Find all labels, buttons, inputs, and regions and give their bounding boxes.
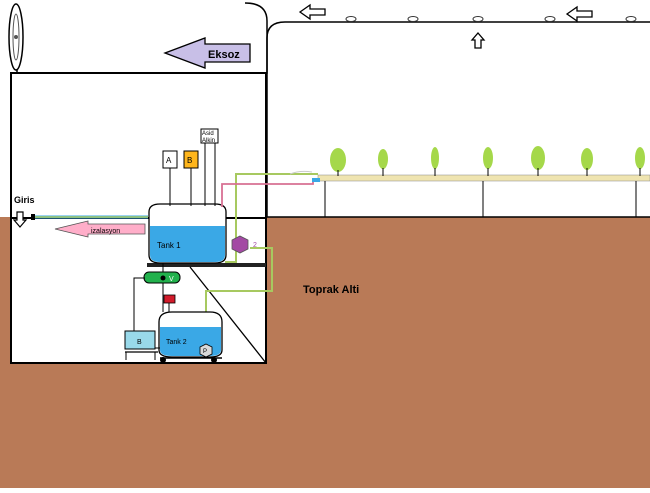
plant-leaf-icon: [635, 147, 645, 169]
fan-hub-icon: [14, 35, 18, 39]
pump-2-label: 2: [253, 242, 257, 249]
greenhouse-tunnel: [266, 21, 650, 217]
valve-label: V: [169, 276, 174, 283]
container-b-label: B: [187, 156, 192, 165]
plant: [531, 146, 545, 176]
acid-label: Asid: [202, 131, 214, 137]
growing-tray: [317, 174, 650, 182]
plant: [581, 148, 593, 176]
tank2-wheel-icon: [211, 357, 217, 363]
plant-leaf-icon: [378, 149, 388, 169]
inlet-arrow-icon: [12, 211, 28, 228]
insulation-arrow-icon: [54, 220, 146, 238]
vent-hole: [472, 16, 484, 22]
vent-hole: [407, 16, 419, 22]
vent-hole: [345, 16, 357, 22]
plant-leaf-icon: [431, 147, 439, 169]
insulation-label: izalasyon: [91, 228, 120, 235]
alkaline-label: Alkin: [202, 138, 215, 144]
upper-building: [10, 72, 267, 219]
valve-knob: [160, 275, 166, 281]
tank-1-water: [150, 226, 225, 262]
underground-label: Toprak Alti: [303, 284, 359, 296]
airflow-up-arrow-icon: [470, 32, 486, 49]
tank1-label: Tank 1: [157, 241, 181, 250]
tank-1: [148, 203, 227, 264]
plant-leaf-icon: [581, 148, 593, 170]
acid-alkaline-box: [200, 128, 219, 144]
return-pipe-green: [205, 247, 273, 346]
inlet-cap: [31, 214, 35, 220]
vent-holes: [345, 16, 637, 22]
inlet-label: Giris: [14, 195, 35, 205]
airflow-left-arrow-icon: [298, 3, 326, 21]
red-valve-icon: [163, 294, 176, 304]
vent-hole: [625, 16, 637, 22]
pump-p-label: P: [203, 349, 207, 355]
vent-hole: [544, 16, 556, 22]
diagonal-divider: [189, 266, 267, 364]
reservoir-b: [124, 330, 156, 350]
reservoir-b-legs: [125, 352, 156, 360]
tank2-wheel-icon: [160, 357, 166, 363]
pump-p-icon: [199, 343, 213, 358]
valve-to-b-line: [133, 277, 145, 331]
tank1-shelf: [147, 263, 266, 267]
plant: [431, 147, 439, 176]
container-b: [183, 150, 199, 169]
drip-hose: [289, 170, 313, 175]
plant: [378, 149, 388, 176]
reservoir-b-label: B: [137, 339, 142, 346]
plant-leaf-icon: [330, 148, 346, 172]
tray-connector: [312, 178, 320, 182]
exhaust-arrow-icon: [163, 37, 251, 69]
container-a: [162, 150, 178, 169]
airflow-left-arrow-icon: [565, 5, 593, 23]
container-a-label: A: [166, 156, 172, 165]
plant: [483, 147, 493, 176]
plant-leaf-icon: [531, 146, 545, 170]
exhaust-label: Eksoz: [208, 49, 240, 61]
plant: [635, 147, 645, 176]
plant-leaf-icon: [483, 147, 493, 169]
tank2-label: Tank 2: [166, 339, 187, 346]
plant: [330, 148, 346, 176]
pump-2-icon: [231, 235, 249, 254]
irrigation-pipe-green: [225, 173, 318, 263]
tank-2: [158, 311, 223, 358]
fan-inner-icon: [12, 13, 20, 61]
